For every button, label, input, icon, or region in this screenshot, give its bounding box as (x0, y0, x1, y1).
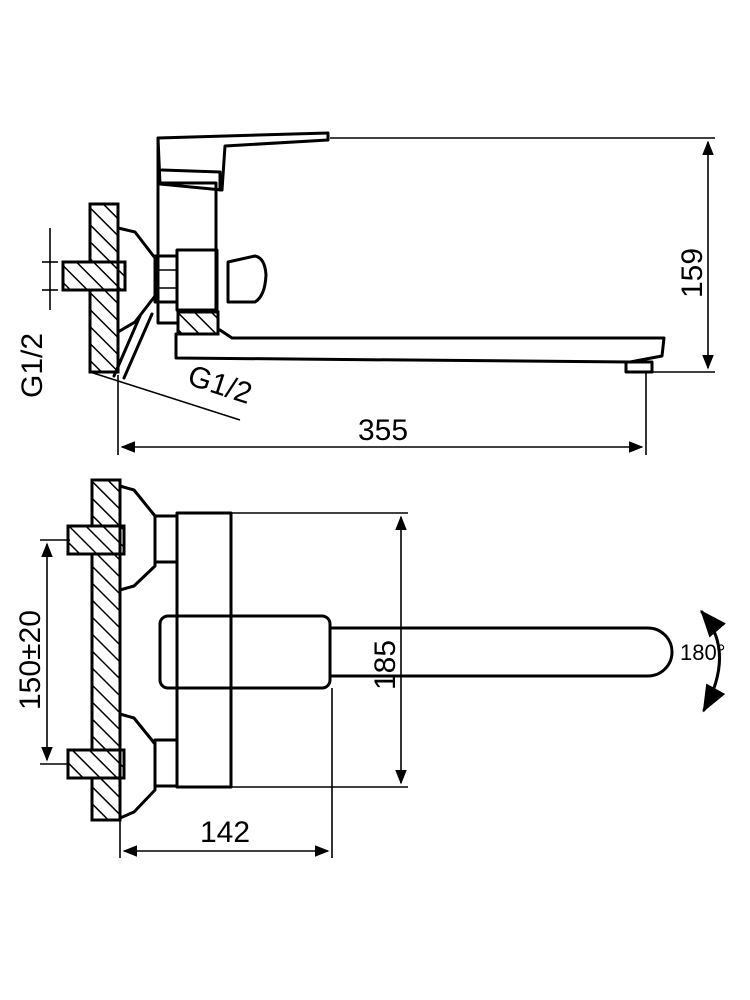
thread-inlet-label: G1/2 (16, 333, 49, 398)
thread-wall-label: G1/2 (184, 359, 256, 410)
rotation-label: 180° (680, 640, 726, 665)
rotation-arrow (700, 609, 726, 713)
dim-height-label: 159 (676, 248, 709, 298)
handle-block-top (158, 614, 332, 690)
flange-top-lower (118, 712, 157, 820)
cartridge-knob-side (226, 254, 268, 304)
inlet-pipe-top-lower (66, 748, 126, 780)
inlet-pipe-side (61, 260, 127, 292)
dim-depth-label: 142 (200, 816, 250, 849)
spout-outlet-side (624, 360, 654, 374)
nut-top-lower (153, 738, 179, 788)
diverter-block-side (176, 310, 220, 336)
dim-body-height-label: 185 (369, 640, 402, 690)
spout-top (328, 626, 674, 678)
dim-spacing-label: 150±20 (14, 610, 47, 710)
body-bar-top (175, 511, 233, 789)
lever-handle-side (156, 131, 330, 192)
wall-thread-side (112, 312, 154, 380)
dim-length-label: 355 (358, 414, 408, 447)
side-view: G1/2 G1/2 159 355 (16, 131, 715, 455)
flange-top-upper (118, 484, 157, 592)
inlet-pipe-top-upper (66, 524, 126, 556)
top-view: 180° 150±20 185 142 (14, 478, 726, 858)
nut-top-upper (153, 514, 179, 564)
valve-block-side (175, 248, 219, 312)
spout-side (174, 328, 666, 364)
